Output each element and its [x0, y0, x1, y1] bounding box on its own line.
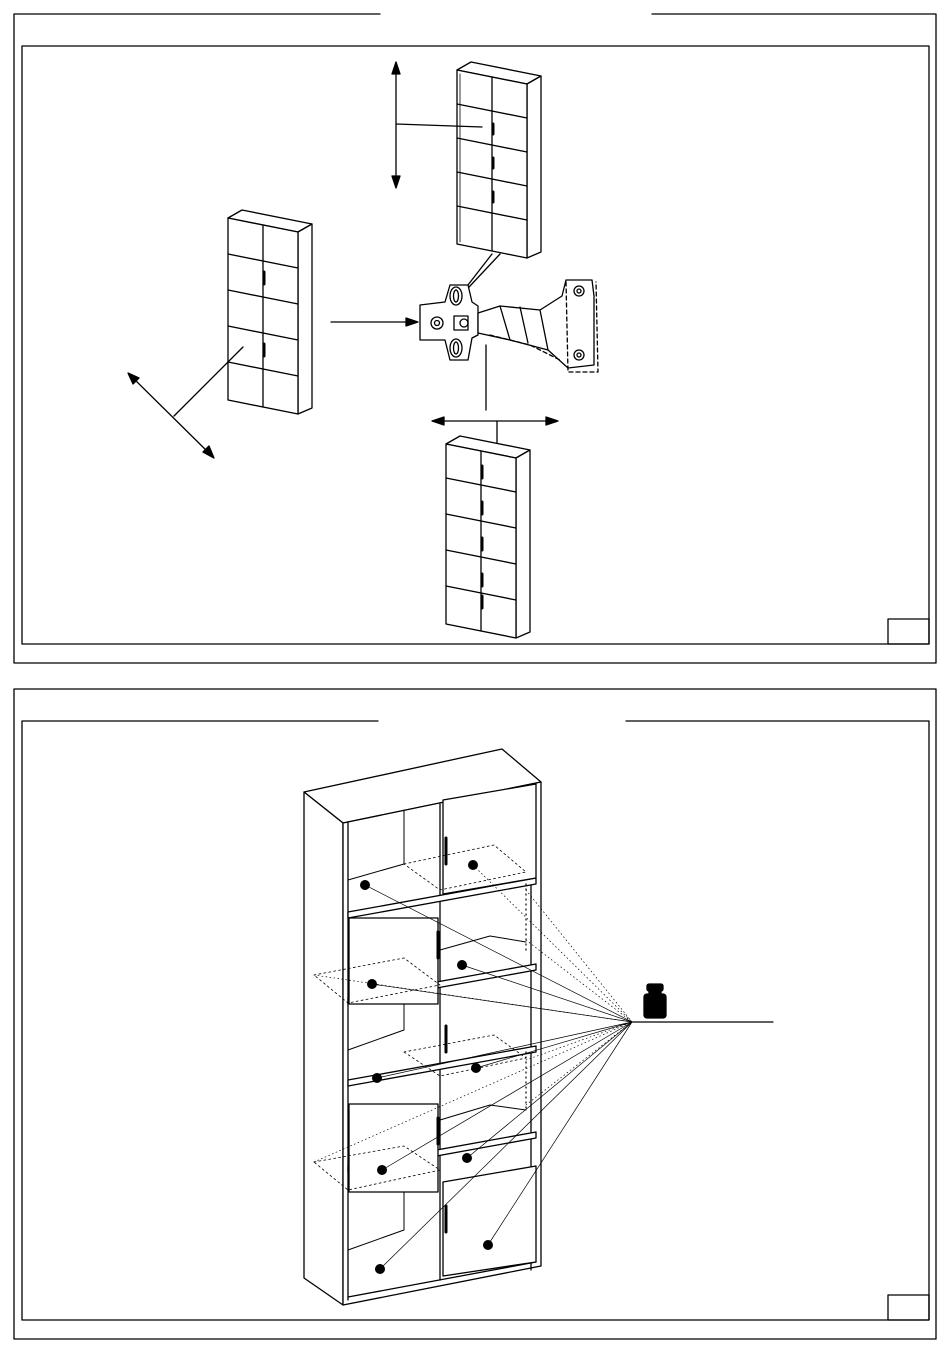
cabinet-vertical-adjust	[457, 62, 541, 258]
cabinet-large	[304, 749, 541, 1305]
cabinet-horizontal-adjust	[446, 436, 530, 638]
arrow-to-hinge	[331, 318, 418, 326]
hinge-icon	[420, 280, 598, 372]
shelf-support-pin-icon	[644, 984, 666, 1018]
cabinet-depth-adjust	[228, 210, 312, 414]
depth-arrow	[128, 347, 243, 458]
